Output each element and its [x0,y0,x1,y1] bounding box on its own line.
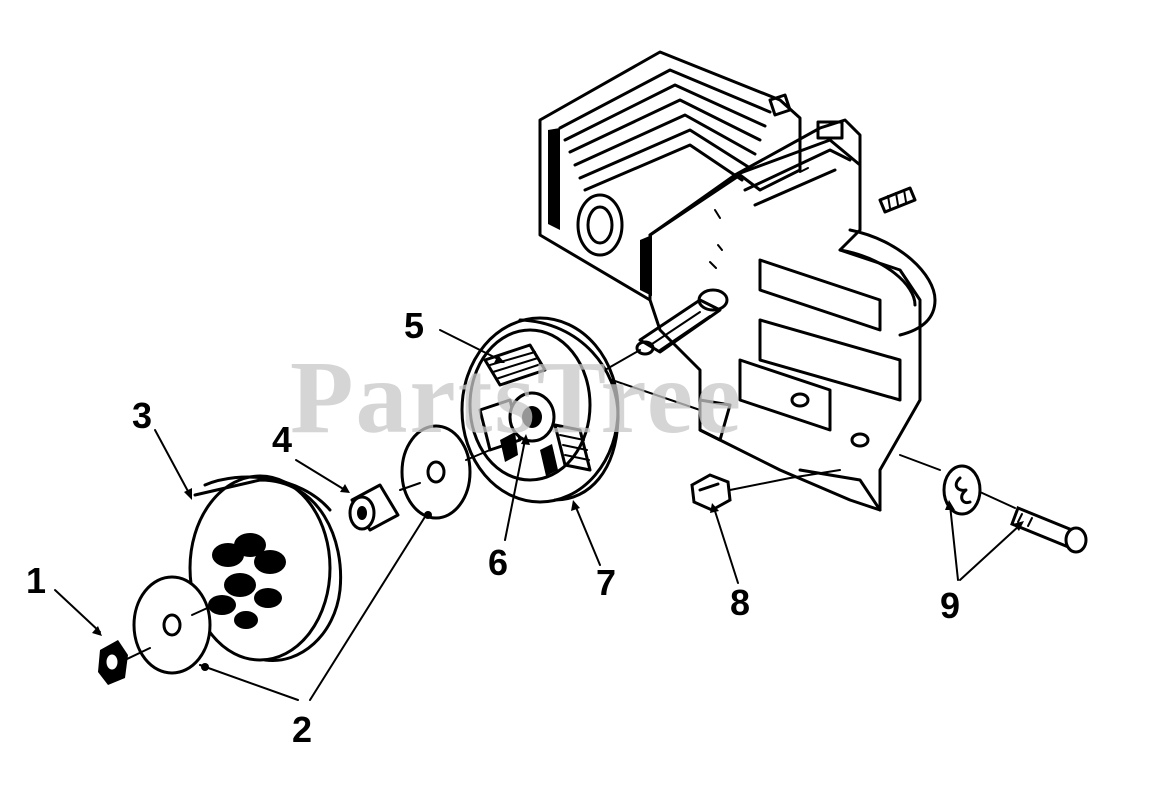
callout-4: 4 [272,419,293,460]
callout-6: 6 [488,542,509,583]
callout-1: 1 [26,560,47,601]
callout-9: 9 [940,585,961,626]
callout-3: 3 [132,395,153,436]
crankshaft [635,288,729,356]
washer-outer [132,575,212,675]
washer-inner [400,424,472,520]
callout-8: 8 [730,582,751,623]
watermark-text: PartsTree [290,340,744,455]
clutch-assembly [460,316,620,504]
callout-7: 7 [596,562,617,603]
e-clip [942,464,982,516]
clutch-drum [188,474,343,663]
assembly-axis-lines [124,349,1016,661]
engine-block [538,50,937,512]
bar-nut [690,473,732,512]
nut [98,640,128,685]
callout-5: 5 [404,305,425,346]
callout-2: 2 [292,709,313,750]
pin [1010,506,1088,554]
needle-bearing [348,483,400,532]
leader-lines [54,329,1024,701]
